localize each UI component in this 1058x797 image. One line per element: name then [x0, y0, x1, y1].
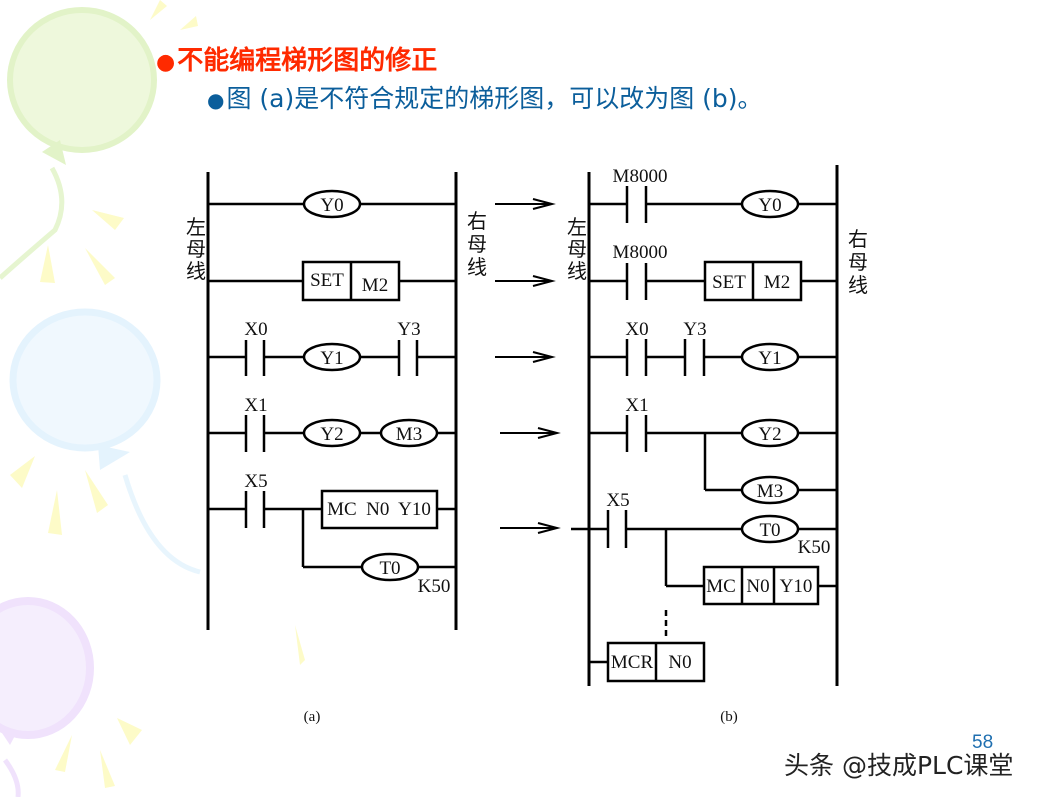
svg-text:Y3: Y3 [683, 319, 706, 340]
sun-rays [10, 0, 305, 788]
svg-text:Y1: Y1 [758, 348, 781, 369]
svg-text:X5: X5 [606, 490, 629, 511]
diagram-b: 左 母 线 右 母 线 M8000 Y0 M8000 [567, 165, 868, 725]
rung-a-3: X0 Y1 Y3 [208, 319, 456, 376]
svg-text:X1: X1 [625, 395, 648, 416]
svg-text:M3: M3 [757, 481, 783, 502]
purple-balloon-icon [0, 597, 94, 797]
svg-text:X0: X0 [625, 319, 648, 340]
svg-text:右: 右 [467, 209, 487, 233]
svg-text:Y0: Y0 [320, 195, 343, 216]
svg-text:左: 左 [186, 215, 206, 239]
svg-text:线: 线 [186, 259, 206, 283]
rung-b-3: X0 Y3 Y1 [589, 319, 837, 376]
left-bus-label-b: 左 母 线 [567, 215, 587, 283]
svg-text:MC N0 Y10: MC N0 Y10 [327, 499, 431, 520]
subtitle-text: 图 (a)是不符合规定的梯形图，可以改为图 (b)。 [226, 84, 763, 113]
caption-b: (b) [720, 709, 738, 725]
green-balloon-icon [0, 7, 157, 280]
rung-b-2: M8000 SET M2 [589, 242, 837, 302]
rung-b-1: M8000 Y0 [589, 166, 837, 223]
arrow-icon [500, 522, 561, 534]
svg-text:N0: N0 [746, 576, 769, 597]
svg-text:SET: SET [712, 272, 746, 293]
svg-text:线: 线 [567, 259, 587, 283]
caption-a: (a) [304, 709, 321, 725]
svg-text:线: 线 [467, 255, 487, 279]
svg-text:母: 母 [567, 237, 587, 261]
svg-text:M2: M2 [362, 275, 388, 296]
svg-text:Y3: Y3 [397, 319, 420, 340]
arrow-icon [495, 351, 556, 363]
svg-text:SET: SET [310, 270, 344, 291]
svg-text:Y2: Y2 [758, 424, 781, 445]
svg-text:母: 母 [186, 237, 206, 261]
bullet-icon: ● [156, 50, 176, 75]
mc-instruction-box [320, 489, 439, 530]
svg-text:M8000: M8000 [613, 166, 668, 187]
rung-a-1: Y0 [208, 189, 456, 219]
svg-text:T0: T0 [759, 520, 780, 541]
svg-text:右: 右 [848, 227, 868, 251]
bullet-icon: ● [207, 88, 225, 112]
rung-b-6: MCR N0 [589, 610, 706, 683]
svg-text:M8000: M8000 [613, 242, 668, 263]
right-bus-label-a: 右 母 线 [467, 209, 487, 279]
svg-text:Y0: Y0 [758, 195, 781, 216]
svg-text:M2: M2 [764, 272, 790, 293]
title-text: 不能编程梯形图的修正 [177, 46, 438, 76]
conversion-arrows [495, 198, 561, 534]
svg-text:Y2: Y2 [320, 424, 343, 445]
right-bus-label-b: 右 母 线 [848, 227, 868, 297]
svg-text:N0: N0 [668, 652, 691, 673]
slide-title: ●不能编程梯形图的修正 [156, 40, 437, 77]
rung-a-2: SET M2 [208, 260, 456, 302]
svg-text:Y1: Y1 [320, 348, 343, 369]
svg-text:母: 母 [467, 232, 487, 256]
svg-text:X5: X5 [244, 471, 267, 492]
svg-text:线: 线 [848, 273, 868, 297]
svg-text:K50: K50 [418, 576, 451, 597]
arrow-icon [495, 198, 556, 210]
arrow-icon [495, 275, 556, 287]
svg-text:K50: K50 [798, 537, 831, 558]
svg-text:Y10: Y10 [780, 576, 813, 597]
left-bus-label-a: 左 母 线 [186, 215, 206, 283]
diagram-a: 左 母 线 右 母 线 Y0 SET M2 [186, 172, 487, 725]
svg-text:T0: T0 [379, 558, 400, 579]
watermark: 头条 @技成PLC课堂 [784, 751, 1014, 780]
rung-b-4: X1 Y2 M3 [589, 395, 837, 505]
page-number: 58 [972, 732, 994, 753]
rung-b-5: X5 T0 K50 MC N0 Y10 [571, 490, 837, 606]
svg-text:X1: X1 [244, 395, 267, 416]
blue-balloon-icon [9, 308, 201, 575]
rung-a-5: X5 MC N0 Y10 T0 K50 [208, 471, 456, 597]
slide-subtitle: ●图 (a)是不符合规定的梯形图，可以改为图 (b)。 [207, 79, 763, 115]
svg-text:MC: MC [706, 576, 736, 597]
svg-text:左: 左 [567, 215, 587, 239]
svg-text:母: 母 [848, 250, 868, 274]
svg-text:MCR: MCR [611, 652, 654, 673]
svg-text:X0: X0 [244, 319, 267, 340]
arrow-icon [500, 427, 561, 439]
rung-a-4: X1 Y2 M3 [208, 395, 456, 452]
svg-text:M3: M3 [396, 424, 422, 445]
